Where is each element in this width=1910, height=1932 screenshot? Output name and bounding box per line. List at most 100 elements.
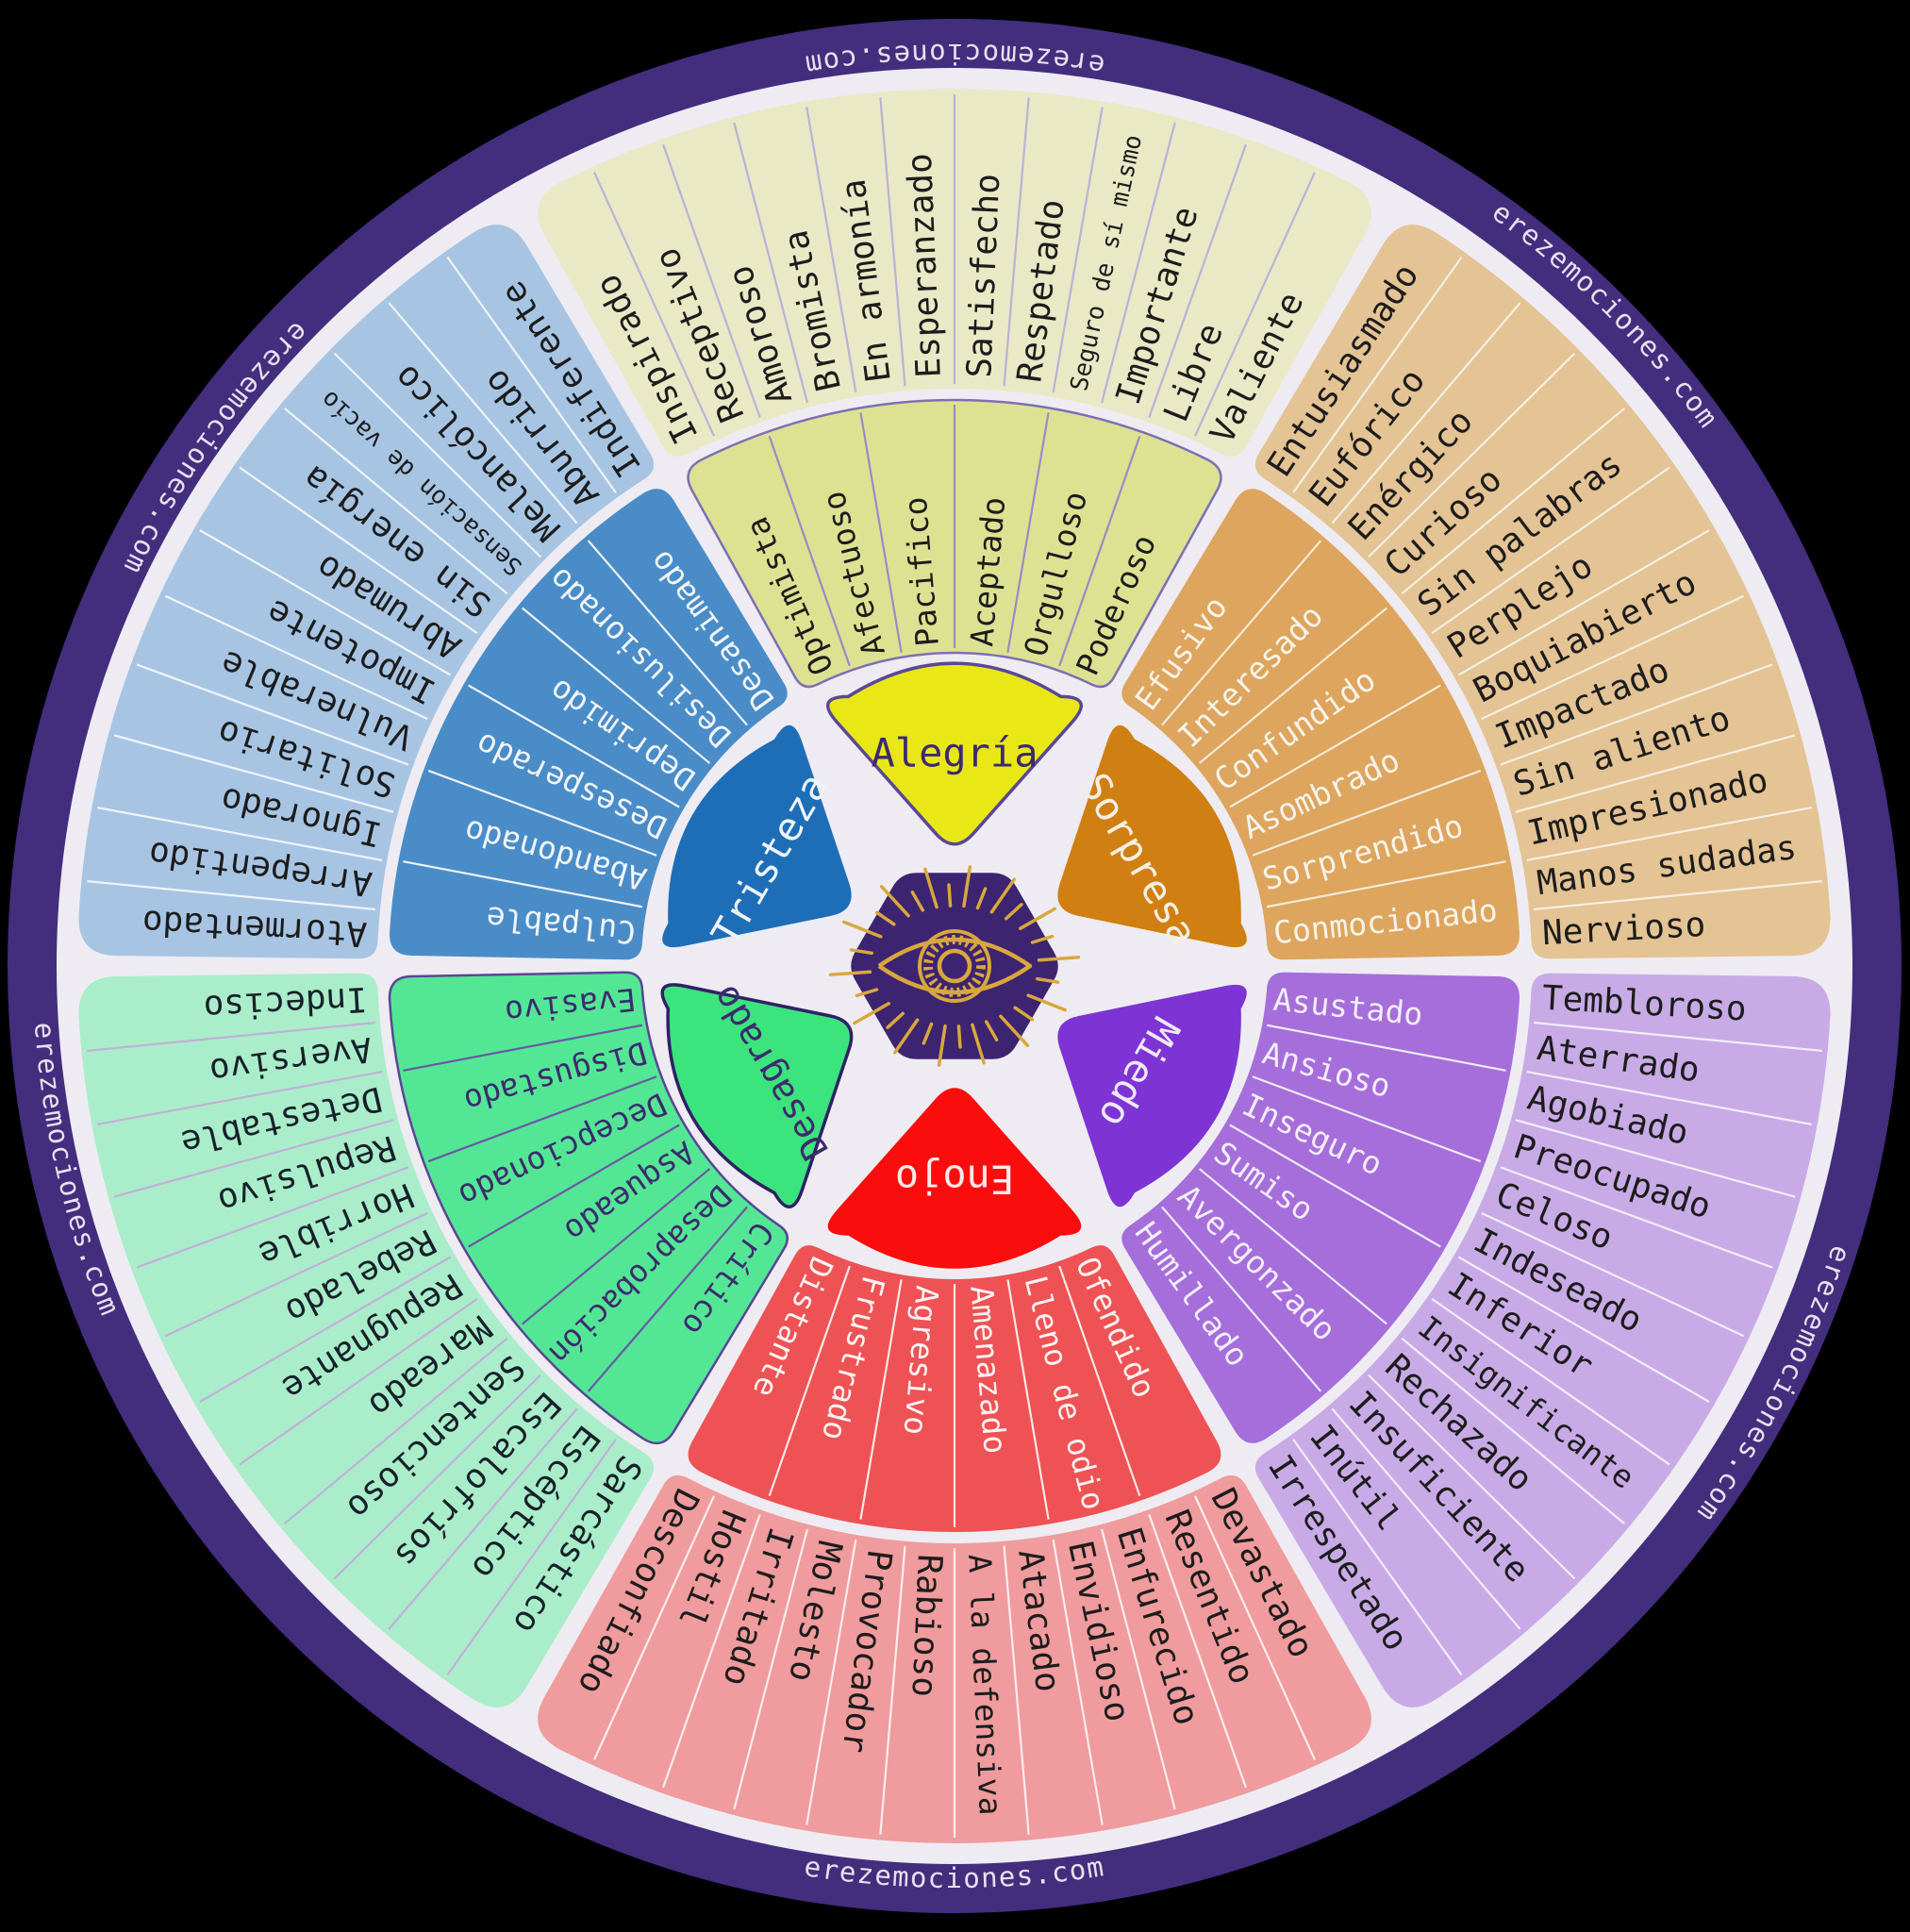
middle-wedge-divider: [1198, 607, 1387, 764]
middle-wedge-divider: [1252, 769, 1482, 857]
eye-ray: [922, 1022, 934, 1045]
middle-wedge-divider: [587, 1206, 748, 1392]
core-petal: [1057, 984, 1247, 1208]
outer-wedge-divider: [284, 1337, 508, 1524]
middle-wedge-divider: [403, 1024, 643, 1072]
middle-wedge-divider: [1229, 684, 1441, 808]
outer-wedge-divider: [199, 529, 452, 676]
core-petal: [1057, 724, 1247, 948]
outer-wedge-divider: [1457, 1256, 1710, 1403]
emotion-label-outer: Rabioso: [904, 1554, 948, 1698]
outer-wedge-divider: [1431, 1297, 1670, 1466]
outer-wedge-divider: [1368, 352, 1576, 558]
outer-wedge-divider: [1533, 880, 1822, 911]
outer-wedge-divider: [239, 1297, 478, 1466]
eye-ray: [999, 1014, 1030, 1047]
emotion-label-outer: Indeciso: [203, 979, 368, 1026]
middle-wedge-divider: [1266, 1024, 1506, 1072]
outer-wedge-divider: [199, 1256, 452, 1403]
middle-wedge-divider: [1198, 1168, 1387, 1325]
middle-ring-band: [390, 489, 788, 960]
middle-wedge-divider: [403, 860, 643, 908]
outer-wedge-divider: [1331, 302, 1521, 525]
middle-ring-band: [388, 971, 789, 1445]
outer-wedge-divider: [1148, 1514, 1247, 1789]
core-petal: [825, 661, 1084, 846]
eye-ray: [855, 988, 879, 998]
outer-wedge-divider: [136, 663, 409, 766]
middle-wedge-divider: [1006, 412, 1050, 653]
eye-ray: [828, 970, 872, 976]
eye-ray: [1026, 993, 1067, 1012]
eye-ray: [956, 1024, 962, 1049]
outer-wedge-divider: [97, 1071, 383, 1125]
outer-wedge-divider: [97, 807, 383, 861]
core-petal: [662, 724, 852, 948]
outer-wedge-divider: [239, 466, 478, 635]
outer-wedge-divider: [1481, 1211, 1745, 1338]
sector-tristeza: AtormentadoArrepentidoIgnoradoSolitarioV…: [78, 225, 852, 960]
eye-pupil: [937, 948, 972, 984]
outer-wedge-divider: [113, 734, 394, 813]
outer-wedge-divider: [733, 1528, 809, 1810]
emotion-label-outer: Nervioso: [1541, 906, 1706, 953]
outer-wedge-divider: [879, 97, 906, 387]
core-emotion-label: Enojo: [895, 1157, 1014, 1203]
middle-wedge-divider: [1161, 1206, 1322, 1392]
middle-ring-band: [1121, 489, 1520, 960]
eye-ray: [1030, 934, 1055, 944]
sector-miedo: TemblorosoAterradoAgobiadoPreocupadoCelo…: [1057, 972, 1831, 1707]
eye-ray: [923, 867, 938, 909]
outer-wedge-divider: [1100, 1528, 1176, 1810]
sector-desagrado: SarcásticoEscépticoEscalofríosSentencios…: [78, 971, 854, 1707]
eye-ray: [975, 887, 988, 910]
eye-ray: [879, 885, 910, 918]
outer-ring-band: [1254, 973, 1831, 1707]
middle-wedge-divider: [1058, 435, 1141, 667]
core-petal: [660, 983, 854, 1208]
eye-ray: [1036, 976, 1060, 984]
outer-wedge-divider: [284, 408, 508, 595]
eye-ray: [1037, 956, 1081, 962]
outer-wedge-divider: [593, 1495, 715, 1760]
eye-ray: [947, 883, 953, 908]
outer-wedge-divider: [388, 302, 578, 525]
outer-wedge-divider: [1368, 1374, 1576, 1580]
outer-ring-band: [78, 973, 655, 1707]
outer-wedge-divider: [1194, 172, 1316, 437]
outer-wedge-divider: [1292, 256, 1463, 493]
outer-wedge-divider: [1526, 1071, 1812, 1125]
middle-wedge-divider: [522, 607, 711, 764]
outer-ring-band: [1254, 225, 1831, 959]
eye-ray: [989, 877, 1016, 914]
outer-wedge-divider: [388, 1407, 578, 1630]
middle-wedge-divider: [468, 684, 680, 808]
eye-ray: [910, 891, 925, 912]
outer-wedge-divider: [806, 107, 857, 393]
outer-wedge-divider: [1003, 1545, 1030, 1835]
outer-wedge-divider: [1331, 1407, 1521, 1630]
middle-wedge-divider: [1266, 860, 1506, 908]
eye-ray: [937, 1024, 947, 1067]
eye-ray: [893, 1018, 920, 1055]
outer-wedge-divider: [446, 256, 617, 493]
emotion-label-outer: Satisfecho: [960, 173, 1007, 378]
outer-wedge-divider: [879, 1545, 906, 1835]
outer-wedge-divider: [1100, 122, 1176, 404]
outer-wedge-divider: [593, 172, 715, 437]
middle-wedge-divider: [522, 1168, 711, 1325]
eye-ray: [1013, 1006, 1035, 1022]
outer-wedge-divider: [1194, 1495, 1316, 1760]
middle-wedge-divider: [768, 435, 851, 667]
outer-wedge-divider: [662, 1514, 761, 1789]
eye-iris-ticks: [923, 935, 986, 997]
outer-wedge-divider: [1526, 807, 1812, 861]
middle-ring-band: [1121, 972, 1520, 1443]
outer-wedge-divider: [446, 1439, 617, 1676]
middle-wedge-divider: [859, 1279, 903, 1520]
eye-ray: [849, 948, 873, 956]
